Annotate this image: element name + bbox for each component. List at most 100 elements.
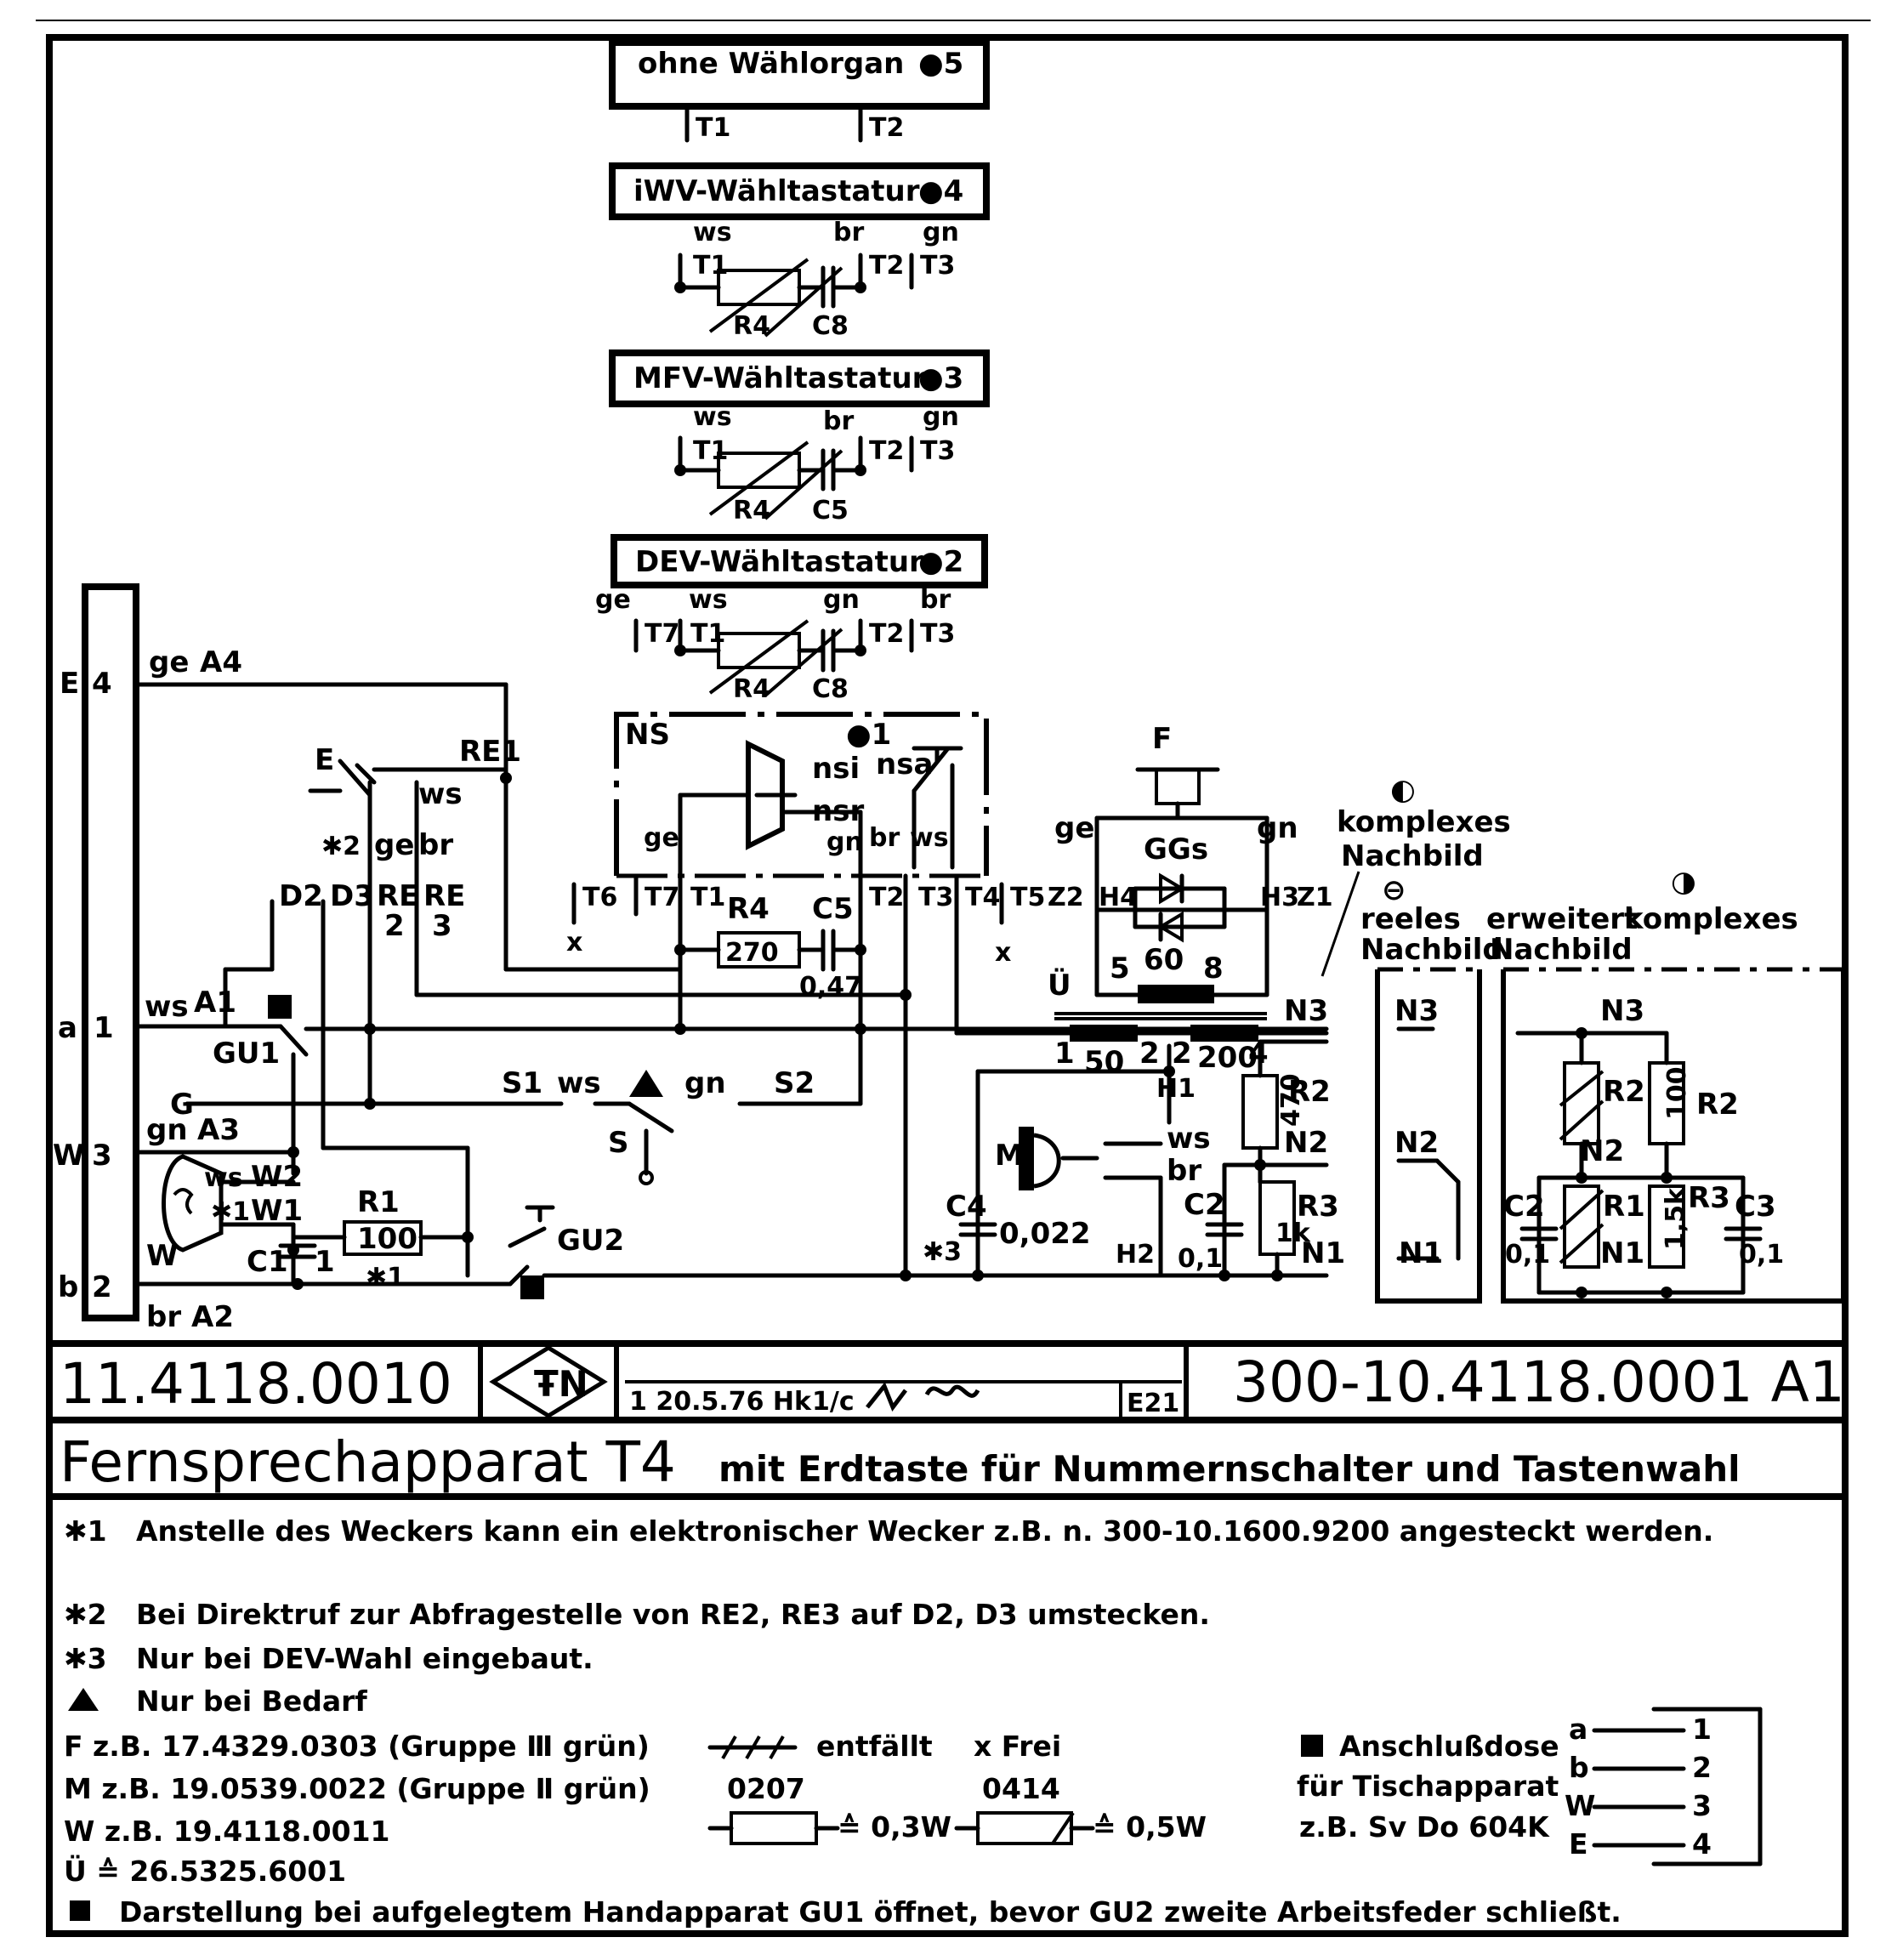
- svg-text:1: 1: [94, 1011, 114, 1045]
- drawing-subtitle: mit Erdtaste für Nummernschalter und Tas…: [718, 1448, 1741, 1490]
- svg-text:gn: gn: [684, 1066, 726, 1100]
- svg-text:S1: S1: [502, 1066, 542, 1100]
- drawing-number-left: 11.4118.0010: [60, 1351, 452, 1417]
- svg-text:A3: A3: [197, 1113, 240, 1147]
- svg-text:0414: 0414: [982, 1772, 1060, 1805]
- svg-text:0,1: 0,1: [1505, 1240, 1550, 1270]
- svg-text:E: E: [1569, 1827, 1588, 1861]
- svg-text:2: 2: [384, 909, 405, 943]
- svg-text:R2: R2: [1696, 1088, 1739, 1122]
- svg-text:W1: W1: [251, 1194, 303, 1228]
- svg-text:N1: N1: [1301, 1236, 1345, 1270]
- svg-text:R1: R1: [1603, 1190, 1645, 1224]
- svg-text:RE1: RE1: [459, 735, 521, 769]
- svg-text:◑: ◑: [1671, 865, 1696, 899]
- manufacturer-logo: ŦN: [489, 1345, 608, 1418]
- svg-text:T2: T2: [869, 619, 904, 649]
- svg-text:Bei Direktruf zur Abfragestell: Bei Direktruf zur Abfragestelle von RE2,…: [136, 1598, 1210, 1631]
- svg-text:nsi: nsi: [812, 752, 860, 786]
- svg-text:0207: 0207: [727, 1772, 805, 1805]
- svg-text:●4: ●4: [918, 174, 963, 208]
- svg-text:T2: T2: [869, 251, 904, 281]
- svg-text:A4: A4: [200, 645, 242, 679]
- svg-text:gn: gn: [146, 1113, 188, 1147]
- svg-text:Ü ≙ 26.5325.6001: Ü ≙ 26.5325.6001: [64, 1854, 346, 1888]
- svg-text:2: 2: [1139, 1037, 1160, 1071]
- svg-text:ws: ws: [1167, 1122, 1211, 1156]
- svg-text:R3: R3: [1688, 1181, 1730, 1215]
- box-ohne-waehlorgan: ohne Wählorgan ●5 T1 T2: [609, 39, 990, 143]
- left-labels: ge A4 ws A1 GU1 G gn A3 ws W2 ✱1 W1 W R1…: [145, 645, 815, 1334]
- svg-text:4: 4: [1248, 1037, 1269, 1071]
- box-dev-waehltastatur: DEV-Wähltastatur ●2 ge ws gn br T7 T1 T2…: [595, 534, 988, 704]
- svg-text:x: x: [995, 938, 1011, 968]
- svg-text:ge: ge: [374, 828, 414, 862]
- svg-text:C8: C8: [812, 674, 849, 704]
- svg-text:iWV-Wähltastatur: iWV-Wähltastatur: [633, 174, 920, 208]
- svg-text:200: 200: [1197, 1041, 1258, 1075]
- svg-text:W z.B. 19.4118.0011: W z.B. 19.4118.0011: [64, 1815, 390, 1848]
- svg-text:2: 2: [92, 1270, 112, 1304]
- svg-text:≙ 0,3W: ≙ 0,3W: [838, 1810, 951, 1844]
- svg-text:5: 5: [1110, 952, 1130, 986]
- svg-text:GU2: GU2: [557, 1224, 624, 1258]
- svg-text:Ü: Ü: [1048, 968, 1071, 1003]
- svg-text:br: br: [1167, 1154, 1201, 1188]
- svg-text:M: M: [995, 1139, 1024, 1173]
- box-mfv-waehltastatur: MFV-Wähltastatur ●3 ws br gn T1 T2 T3 R4…: [609, 349, 990, 526]
- svg-text:RE: RE: [377, 879, 418, 913]
- svg-text:0,47: 0,47: [799, 972, 862, 1002]
- svg-text:Z1: Z1: [1297, 883, 1333, 912]
- svg-text:T1: T1: [690, 883, 725, 912]
- svg-text:erweitert: erweitert: [1486, 902, 1638, 936]
- svg-text:ws: ws: [557, 1066, 601, 1100]
- svg-text:4: 4: [92, 667, 112, 701]
- svg-text:gn: gn: [826, 827, 863, 857]
- svg-text:C5: C5: [812, 892, 854, 926]
- svg-text:8: 8: [1203, 952, 1224, 986]
- main-wiring: [133, 682, 1329, 1299]
- svg-text:S2: S2: [774, 1066, 815, 1100]
- ns-nummernschalter: NS ●1 nsi nsr nsa ge gn br ws: [614, 712, 989, 917]
- svg-text:ge: ge: [149, 645, 189, 679]
- svg-text:✱2: ✱2: [64, 1598, 107, 1631]
- svg-text:H3: H3: [1260, 883, 1299, 912]
- svg-text:N3: N3: [1284, 994, 1328, 1028]
- svg-text:ws: ws: [689, 585, 728, 615]
- svg-text:ge: ge: [1054, 811, 1094, 845]
- svg-text:4: 4: [1692, 1827, 1712, 1861]
- svg-text:T1: T1: [696, 113, 730, 143]
- svg-text:N2: N2: [1394, 1126, 1439, 1160]
- svg-text:b: b: [58, 1270, 78, 1304]
- svg-text:1: 1: [315, 1245, 335, 1279]
- svg-text:0,1: 0,1: [1739, 1240, 1784, 1270]
- svg-text:ws: ws: [693, 402, 732, 432]
- svg-text:C1: C1: [247, 1245, 288, 1279]
- svg-text:br: br: [146, 1300, 181, 1334]
- svg-text:H1: H1: [1156, 1074, 1196, 1104]
- svg-text:Nachbild: Nachbild: [1490, 933, 1633, 967]
- drawing-number-right: 300-10.4118.0001 A1: [1233, 1349, 1845, 1415]
- svg-text:◐: ◐: [1390, 773, 1416, 807]
- svg-text:gn: gn: [923, 402, 959, 432]
- svg-text:W2: W2: [251, 1160, 303, 1194]
- svg-text:T3: T3: [920, 619, 955, 649]
- svg-text:F: F: [1152, 722, 1172, 756]
- svg-text:C4: C4: [946, 1190, 987, 1224]
- svg-text:●1: ●1: [846, 718, 891, 752]
- svg-text:z.B. Sv Do 604K: z.B. Sv Do 604K: [1299, 1810, 1550, 1844]
- svg-text:Anschlußdose: Anschlußdose: [1339, 1730, 1559, 1763]
- svg-text:reeles: reeles: [1360, 902, 1461, 936]
- svg-text:●5: ●5: [918, 47, 963, 81]
- svg-text:GGs: GGs: [1144, 832, 1208, 866]
- svg-text:R2: R2: [1288, 1075, 1331, 1109]
- svg-text:RE: RE: [423, 879, 465, 913]
- svg-text:T7: T7: [645, 619, 679, 649]
- svg-text:2: 2: [1692, 1751, 1712, 1784]
- svg-text:≙ 0,5W: ≙ 0,5W: [1093, 1810, 1207, 1844]
- svg-text:R4: R4: [733, 496, 770, 526]
- svg-text:br: br: [920, 585, 951, 615]
- svg-text:x Frei: x Frei: [974, 1730, 1061, 1763]
- notes: ✱1 Anstelle des Weckers kann ein elektro…: [64, 1514, 1763, 1929]
- svg-text:✱3: ✱3: [923, 1237, 962, 1267]
